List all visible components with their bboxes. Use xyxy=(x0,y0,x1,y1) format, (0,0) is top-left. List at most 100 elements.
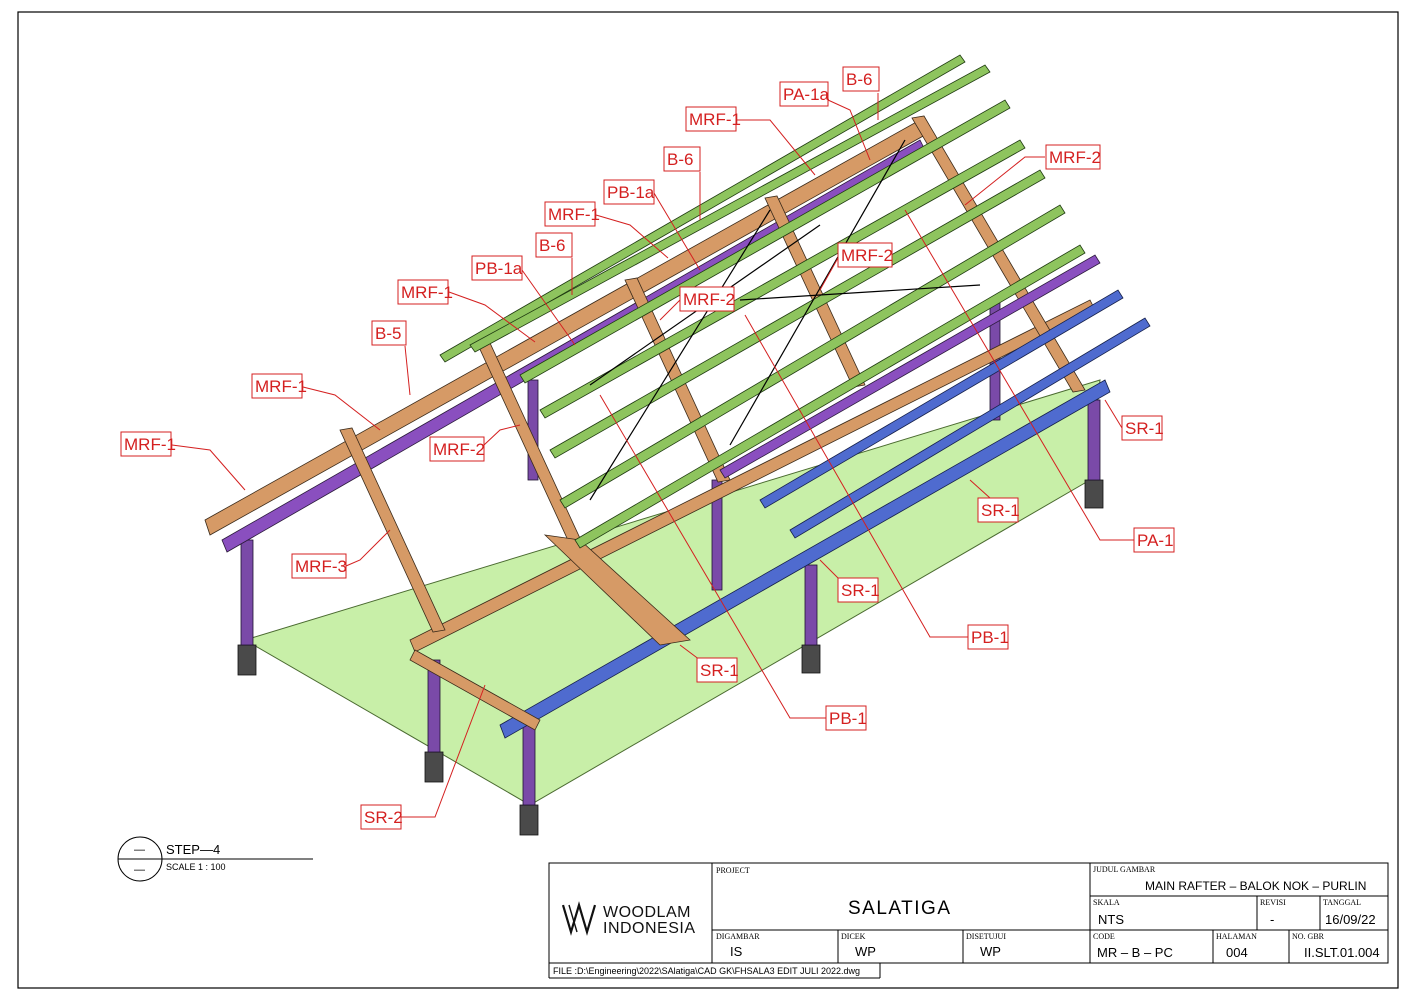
footing xyxy=(519,804,539,836)
leader-line xyxy=(819,257,839,291)
purlin xyxy=(559,204,1066,509)
digambar-label: DIGAMBAR xyxy=(716,932,760,941)
roof-structure-model xyxy=(204,54,1151,836)
brace xyxy=(739,284,981,301)
skala-label: SKALA xyxy=(1093,898,1120,907)
callout-box xyxy=(842,66,880,92)
callout-box xyxy=(471,255,523,281)
leader-line xyxy=(448,291,536,343)
callout-mrf-1: MRF-1 xyxy=(401,283,453,302)
footing xyxy=(801,644,821,674)
callout-box xyxy=(685,106,737,132)
project-label: PROJECT xyxy=(716,866,750,875)
leader-line xyxy=(653,192,701,271)
purlin-blue xyxy=(789,317,1151,539)
woodlam-logo-icon xyxy=(561,901,597,936)
callout-mrf-1: MRF-1 xyxy=(689,110,741,129)
footing xyxy=(237,644,257,676)
callout-box xyxy=(371,320,407,346)
callout-mrf-1: MRF-1 xyxy=(548,205,600,224)
post xyxy=(240,539,254,646)
step-symbol-top: — xyxy=(134,844,145,856)
callout-pa-1a: PA-1a xyxy=(783,85,830,104)
leader-line xyxy=(659,299,681,321)
sheet-border xyxy=(17,11,1399,989)
step-scale: SCALE 1 : 100 xyxy=(166,862,226,872)
leader-line xyxy=(345,529,391,567)
callout-sr-1: SR-1 xyxy=(1125,419,1164,438)
callout-pb-1a: PB-1a xyxy=(607,183,655,202)
purlin xyxy=(439,54,966,363)
step-symbol: — — STEP—4 SCALE 1 : 100 xyxy=(117,836,313,882)
judul-gambar: MAIN RAFTER – BALOK NOK – PURLIN xyxy=(1145,879,1366,893)
dicek-label: DICEK xyxy=(841,932,866,941)
callout-box xyxy=(120,431,172,457)
callout-box xyxy=(1045,144,1101,170)
tanggal-value: 16/09/22 xyxy=(1325,912,1376,927)
code-label: CODE xyxy=(1093,932,1115,941)
leader-line xyxy=(737,119,816,176)
disetujui-value: WP xyxy=(980,944,1001,959)
callout-box xyxy=(1133,527,1175,553)
post xyxy=(1087,399,1101,481)
leader-line xyxy=(1104,399,1123,429)
purlin-blue xyxy=(759,289,1124,509)
callout-box xyxy=(535,232,573,258)
post xyxy=(804,564,818,646)
leader-line xyxy=(404,345,411,396)
callouts: PA-1a B-6 MRF-1 MRF-2 B-6 PB-1a MRF-1 B-… xyxy=(120,66,1175,830)
digambar-value: IS xyxy=(730,944,743,959)
halaman-value: 004 xyxy=(1226,945,1248,960)
callout-pb-1: PB-1 xyxy=(829,709,867,728)
callout-b-6: B-6 xyxy=(539,236,565,255)
callout-mrf-3: MRF-3 xyxy=(295,557,347,576)
callout-sr-1: SR-1 xyxy=(700,661,739,680)
callout-pb-1: PB-1 xyxy=(971,628,1009,647)
callout-mrf-2: MRF-2 xyxy=(683,290,735,309)
callout-box xyxy=(967,624,1009,650)
callout-box xyxy=(696,657,738,683)
purlin xyxy=(469,64,991,353)
tanggal-label: TANGGAL xyxy=(1323,898,1361,907)
callout-box xyxy=(544,201,596,227)
post xyxy=(427,659,441,753)
callout-box xyxy=(837,577,879,603)
sr-beam-blue xyxy=(499,379,1111,739)
brace xyxy=(729,139,906,446)
file-path: FILE :D:\Engineering\2022\SAlatiga\CAD G… xyxy=(553,966,860,976)
purlin xyxy=(539,139,1026,419)
halaman-label: HALAMAN xyxy=(1216,932,1257,941)
callout-box xyxy=(291,553,347,579)
dicek-value: WP xyxy=(855,944,876,959)
callout-mrf-2: MRF-2 xyxy=(1049,148,1101,167)
callout-box xyxy=(825,705,867,731)
callout-box xyxy=(779,81,829,107)
code-value: MR – B – PC xyxy=(1097,945,1173,960)
nogbr-value: II.SLT.01.004 xyxy=(1304,945,1380,960)
callout-b-5: B-5 xyxy=(375,324,401,343)
post xyxy=(522,724,536,806)
footing xyxy=(1084,479,1104,509)
callout-box xyxy=(251,373,303,399)
skala-value: NTS xyxy=(1098,912,1124,927)
callout-box xyxy=(429,436,485,462)
purlin-purple xyxy=(719,254,1101,479)
callout-box xyxy=(360,804,402,830)
revisi-value: - xyxy=(1270,912,1274,927)
callout-box xyxy=(397,279,449,305)
leader-line xyxy=(302,386,381,431)
logo-line2: INDONESIA xyxy=(603,920,696,937)
project-name: SALATIGA xyxy=(848,898,952,919)
sr-2-beam xyxy=(409,649,541,731)
purlin xyxy=(574,244,1086,549)
title-block: FILE :D:\Engineering\2022\SAlatiga\CAD G… xyxy=(548,862,1389,979)
callout-pb-1a: PB-1a xyxy=(475,259,523,278)
callout-sr-1: SR-1 xyxy=(841,581,880,600)
leader-line xyxy=(827,99,871,161)
callout-b-6: B-6 xyxy=(667,150,693,169)
leader-line xyxy=(819,559,841,581)
callout-box xyxy=(679,286,735,312)
callout-mrf-1: MRF-1 xyxy=(255,377,307,396)
callout-sr-1: SR-1 xyxy=(981,501,1020,520)
